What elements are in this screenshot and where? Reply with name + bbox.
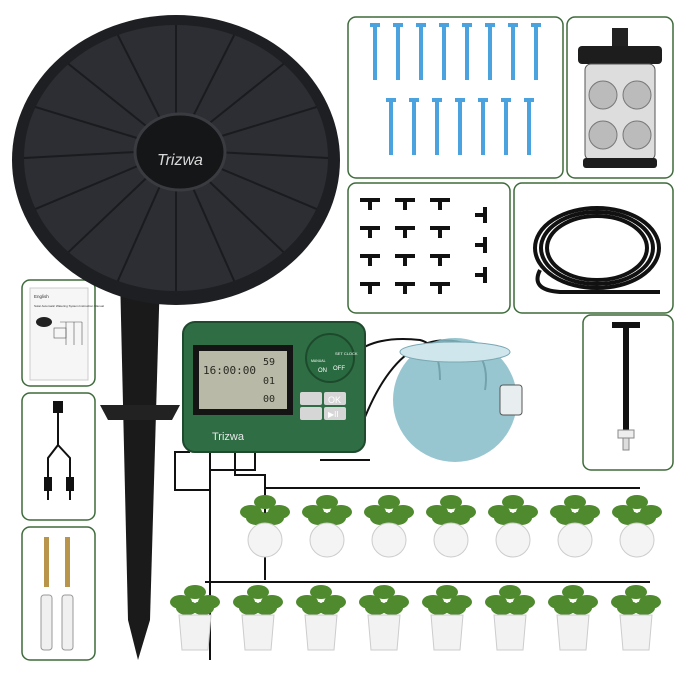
- tee-connector: [360, 226, 380, 238]
- potted-plant: [548, 585, 598, 651]
- play-pause-label: ▶II: [328, 410, 339, 419]
- potted-plant: [422, 585, 472, 651]
- tee-connector: [395, 198, 415, 210]
- dripper: [416, 23, 426, 80]
- dripper: [409, 98, 419, 155]
- tubing-coil: [533, 206, 661, 294]
- drippers-panel: [347, 16, 564, 179]
- potted-plant: [611, 585, 661, 651]
- mode-dial[interactable]: [305, 333, 355, 383]
- controller-brand: Trizwa: [212, 431, 245, 443]
- solar-brand-logo: Trizwa: [157, 152, 203, 169]
- potted-plant: [612, 495, 662, 558]
- lcd-seconds: 00: [263, 394, 275, 405]
- tee-connector: [430, 198, 450, 210]
- potted-plant: [364, 495, 414, 558]
- play-pause-button[interactable]: [324, 407, 346, 420]
- ok-button[interactable]: [324, 392, 346, 405]
- dripper: [524, 98, 534, 155]
- tee-connector: [475, 237, 487, 253]
- manual-title: Solar Automatic Watering System Instruct…: [34, 304, 104, 308]
- potted-plant: [426, 495, 476, 558]
- potted-plant: [550, 495, 600, 558]
- dripper: [370, 23, 380, 80]
- dripper: [531, 23, 541, 80]
- potted-plant: [233, 585, 283, 651]
- dripper: [455, 98, 465, 155]
- screws-panel: [21, 526, 96, 661]
- tee-connector: [395, 254, 415, 266]
- drippers: [370, 23, 541, 155]
- tee-connectors-panel: [347, 182, 511, 314]
- tee-connector: [475, 267, 487, 283]
- lcd-minutes: 59: [263, 357, 275, 368]
- lcd-time: 16:00:00: [203, 364, 256, 377]
- potted-plants: [170, 495, 662, 651]
- tee-connector: [360, 198, 380, 210]
- tee-connector: [430, 282, 450, 294]
- solar-panel: Trizwa: [12, 15, 340, 660]
- dial-manual: MANUAL: [311, 359, 326, 363]
- tee-connector: [395, 282, 415, 294]
- potted-plant: [485, 585, 535, 651]
- down-button[interactable]: [300, 407, 322, 420]
- tee-connector: [395, 226, 415, 238]
- dial-off: OFF: [333, 366, 345, 372]
- screws-and-anchors: [40, 537, 74, 651]
- dripper: [501, 98, 511, 155]
- ok-label: OK: [328, 395, 341, 405]
- tee-connector: [430, 226, 450, 238]
- tee-connectors: [360, 198, 487, 294]
- dripper: [393, 23, 403, 80]
- instruction-manual: English Solar Automatic Watering System …: [29, 287, 104, 381]
- manual-language: English: [34, 294, 49, 299]
- potted-plant: [488, 495, 538, 558]
- tee-connector: [360, 282, 380, 294]
- dripper: [478, 98, 488, 155]
- stake-tool: [612, 322, 640, 451]
- dripper: [386, 98, 396, 155]
- filter-icon: [578, 28, 662, 168]
- tee-connector: [360, 254, 380, 266]
- dripper: [439, 23, 449, 80]
- dripper: [462, 23, 472, 80]
- lcd-hours: 01: [263, 376, 275, 387]
- potted-plant: [170, 585, 220, 651]
- dripper: [508, 23, 518, 80]
- tee-connector: [430, 254, 450, 266]
- dripper: [485, 23, 495, 80]
- up-button[interactable]: [300, 392, 322, 405]
- dial-on: ON: [318, 368, 327, 374]
- water-bowl: [393, 338, 523, 462]
- potted-plant: [296, 585, 346, 651]
- cable-panel: [21, 392, 96, 521]
- splitter-cable: [44, 401, 74, 500]
- potted-plant: [240, 495, 290, 558]
- potted-plant: [302, 495, 352, 558]
- tee-connector: [475, 207, 487, 223]
- dial-set-clock: SET CLOCK: [335, 351, 358, 356]
- controller: 16:00:00 59 01 00 SET CLOCK OFF ON MANUA…: [182, 321, 366, 453]
- dripper: [432, 98, 442, 155]
- potted-plant: [359, 585, 409, 651]
